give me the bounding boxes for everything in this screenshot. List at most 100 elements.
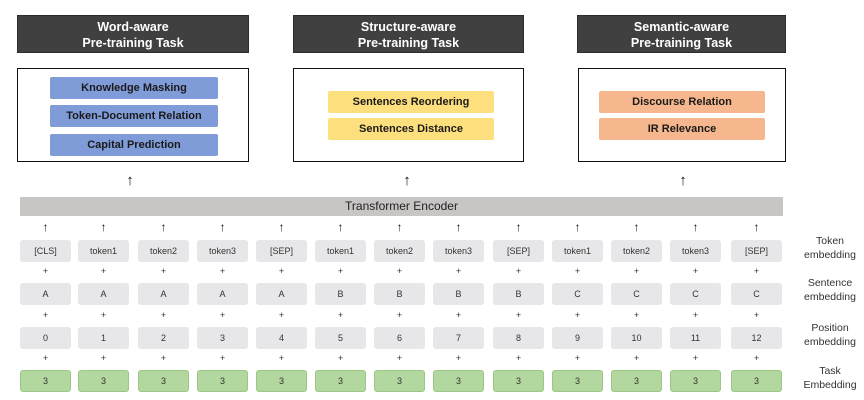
task-item-discourse-relation: Discourse Relation	[599, 91, 765, 113]
plus-icon: +	[278, 266, 285, 276]
task-embedding-cell: 3	[552, 370, 603, 392]
arrow-up-icon: ↑	[633, 220, 640, 234]
word-aware-title-line2: Pre-training Task	[82, 36, 184, 50]
token-embedding-cell: token1	[315, 240, 366, 262]
sentence-embedding-cell: A	[197, 283, 248, 305]
plus-icon: +	[633, 310, 640, 320]
sentence-embedding-cell: A	[20, 283, 71, 305]
token-embedding-cell: [CLS]	[20, 240, 71, 262]
plus-icon: +	[396, 353, 403, 363]
semantic-aware-task-header: Semantic-aware Pre-training Task	[577, 15, 786, 53]
task-embedding-cell: 3	[731, 370, 782, 392]
plus-icon: +	[337, 310, 344, 320]
plus-icon: +	[753, 353, 760, 363]
token-embedding-cell: token2	[611, 240, 662, 262]
plus-icon: +	[574, 266, 581, 276]
sentence-embedding-cell: C	[731, 283, 782, 305]
arrow-up-icon: ↑	[455, 220, 462, 234]
plus-icon: +	[42, 266, 49, 276]
position-embedding-cell: 5	[315, 327, 366, 349]
task-embedding-cell: 3	[20, 370, 71, 392]
plus-icon: +	[219, 310, 226, 320]
structure-aware-title-line1: Structure-aware	[360, 20, 457, 34]
sentence-embedding-cell: A	[78, 283, 129, 305]
semantic-aware-task-box: Discourse Relation IR Relevance	[578, 68, 786, 162]
plus-icon: +	[219, 353, 226, 363]
word-aware-task-box: Knowledge Masking Token-Document Relatio…	[17, 68, 249, 162]
position-embedding-cell: 0	[20, 327, 71, 349]
structure-aware-title-line2: Pre-training Task	[357, 36, 460, 50]
sentence-embedding-cell: B	[315, 283, 366, 305]
arrow-to-word-task-icon: ↑	[126, 172, 134, 189]
task-item-sentences-reordering: Sentences Reordering	[328, 91, 494, 113]
semantic-aware-title-line1: Semantic-aware	[633, 20, 730, 34]
arrow-to-semantic-task-icon: ↑	[679, 172, 687, 189]
task-embedding-cell: 3	[197, 370, 248, 392]
position-embedding-cell: 1	[78, 327, 129, 349]
arrow-up-icon: ↑	[753, 220, 760, 234]
task-embedding-cell: 3	[433, 370, 484, 392]
plus-icon: +	[515, 353, 522, 363]
arrow-up-icon: ↑	[42, 220, 49, 234]
arrow-up-icon: ↑	[396, 220, 403, 234]
arrow-to-structure-task-icon: ↑	[403, 172, 411, 189]
position-embedding-cell: 3	[197, 327, 248, 349]
plus-icon: +	[42, 353, 49, 363]
token-embedding-cell: [SEP]	[256, 240, 307, 262]
token-embedding-cell: token1	[78, 240, 129, 262]
plus-icon: +	[515, 310, 522, 320]
plus-icon: +	[278, 353, 285, 363]
transformer-encoder: Transformer Encoder	[20, 197, 783, 216]
task-item-sentences-distance: Sentences Distance	[328, 118, 494, 140]
position-embedding-label: Position embedding	[804, 322, 856, 348]
token-embedding-cell: token3	[197, 240, 248, 262]
position-embedding-cell: 8	[493, 327, 544, 349]
sentence-embedding-cell: B	[433, 283, 484, 305]
token-embedding-label: Token embedding	[804, 235, 856, 261]
sentence-embedding-cell: A	[256, 283, 307, 305]
task-embedding-cell: 3	[78, 370, 129, 392]
plus-icon: +	[100, 266, 107, 276]
sentence-embedding-label: Sentence embedding	[804, 277, 856, 303]
plus-icon: +	[42, 310, 49, 320]
task-embedding-cell: 3	[315, 370, 366, 392]
arrow-up-icon: ↑	[337, 220, 344, 234]
task-embedding-cell: 3	[374, 370, 425, 392]
task-embedding-cell: 3	[138, 370, 189, 392]
arrow-up-icon: ↑	[692, 220, 699, 234]
semantic-aware-title-line2: Pre-training Task	[630, 36, 733, 50]
token-embedding-cell: [SEP]	[731, 240, 782, 262]
word-aware-title-line1: Word-aware	[97, 20, 169, 34]
sentence-embedding-cell: B	[493, 283, 544, 305]
plus-icon: +	[692, 266, 699, 276]
position-embedding-cell: 11	[670, 327, 721, 349]
task-embedding-cell: 3	[670, 370, 721, 392]
task-embedding-cell: 3	[256, 370, 307, 392]
arrow-up-icon: ↑	[160, 220, 167, 234]
plus-icon: +	[455, 266, 462, 276]
plus-icon: +	[160, 266, 167, 276]
token-embedding-cell: token3	[433, 240, 484, 262]
sentence-embedding-cell: C	[552, 283, 603, 305]
token-embedding-cell: token2	[138, 240, 189, 262]
position-embedding-cell: 4	[256, 327, 307, 349]
sentence-embedding-cell: C	[611, 283, 662, 305]
plus-icon: +	[160, 353, 167, 363]
plus-icon: +	[337, 266, 344, 276]
token-embedding-cell: token1	[552, 240, 603, 262]
arrow-up-icon: ↑	[219, 220, 226, 234]
task-item-token-document-relation: Token-Document Relation	[50, 105, 218, 127]
plus-icon: +	[692, 310, 699, 320]
task-item-knowledge-masking: Knowledge Masking	[50, 77, 218, 99]
sentence-embedding-cell: B	[374, 283, 425, 305]
arrow-up-icon: ↑	[278, 220, 285, 234]
plus-icon: +	[160, 310, 167, 320]
arrow-up-icon: ↑	[574, 220, 581, 234]
plus-icon: +	[219, 266, 226, 276]
plus-icon: +	[100, 310, 107, 320]
arrow-up-icon: ↑	[100, 220, 107, 234]
structure-aware-task-box: Sentences Reordering Sentences Distance	[293, 68, 524, 162]
plus-icon: +	[574, 310, 581, 320]
task-item-capital-prediction: Capital Prediction	[50, 134, 218, 156]
task-embedding-label: Task Embedding	[803, 365, 857, 391]
